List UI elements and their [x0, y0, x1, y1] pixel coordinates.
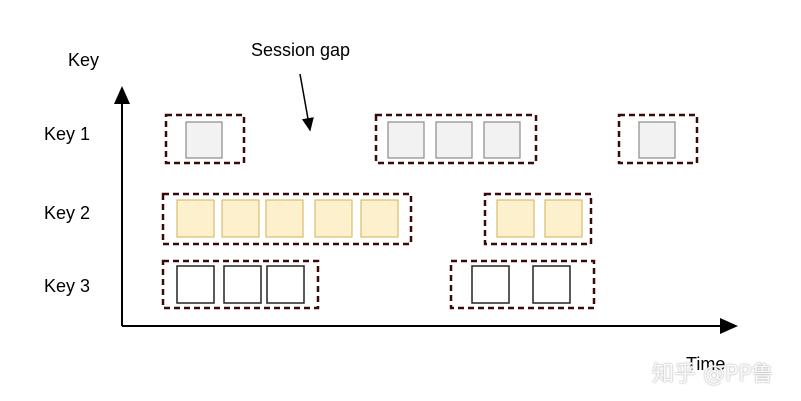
y-axis-label: Key	[68, 50, 100, 70]
event-cell-key2	[176, 199, 215, 238]
watermark-logo: 知乎 @PP鲁	[652, 362, 774, 387]
session-gap-arrow	[299, 73, 314, 132]
event-cell-key2	[544, 199, 583, 238]
event-cell-key3	[176, 265, 215, 304]
x-axis-label: Time	[686, 354, 726, 374]
session-window-key1-1	[164, 113, 246, 165]
event-cell-key2	[496, 199, 535, 238]
event-cell-key3	[223, 265, 262, 304]
sessions-layer	[161, 113, 699, 310]
session-gap-label: Session gap	[251, 40, 351, 60]
event-cell-key1	[387, 121, 425, 159]
session-window-key2-1	[161, 192, 413, 246]
event-cell-key1	[638, 121, 676, 159]
session-window-key1-3	[617, 113, 699, 165]
key-1-label: Key 1	[44, 124, 91, 144]
event-cell-key3	[266, 265, 305, 304]
event-cell-key1	[435, 121, 473, 159]
event-cell-key3	[532, 265, 571, 304]
key-2-label: Key 2	[44, 203, 91, 223]
event-cell-key2	[265, 199, 304, 238]
event-cell-key2	[221, 199, 260, 238]
session-window-key3-1	[161, 259, 320, 310]
session-window-key1-2	[374, 113, 538, 165]
event-cell-key1	[185, 121, 223, 159]
event-cell-key2	[314, 199, 353, 238]
session-window-key3-2	[449, 259, 596, 310]
event-cell-key1	[483, 121, 521, 159]
key-3-label: Key 3	[44, 276, 91, 296]
event-cell-key3	[471, 265, 510, 304]
session-window-key2-2	[483, 192, 593, 246]
event-cell-key2	[360, 199, 399, 238]
